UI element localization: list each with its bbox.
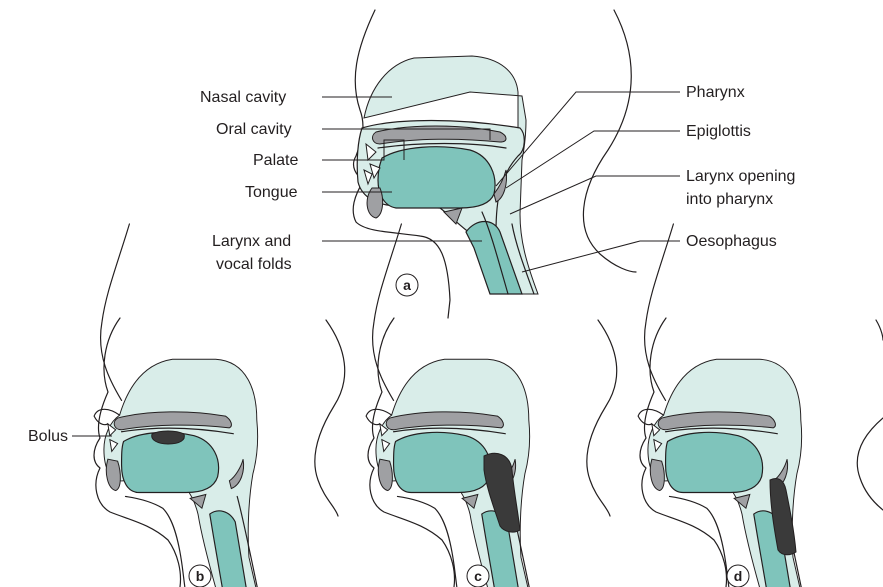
label-larynx-vocal-1: Larynx and: [212, 233, 291, 250]
panel-b: Bolus b: [28, 224, 345, 587]
label-oral-cavity: Oral cavity: [216, 121, 292, 138]
panel-d: d: [638, 224, 883, 587]
panel-letter-b: b: [196, 568, 205, 584]
label-pharynx: Pharynx: [686, 84, 745, 101]
label-larynx-opening-1: Larynx opening: [686, 168, 795, 185]
label-nasal-cavity: Nasal cavity: [200, 89, 286, 106]
panel-letter-d: d: [734, 568, 743, 584]
panel-letter-a: a: [403, 277, 411, 293]
label-oesophagus: Oesophagus: [686, 233, 777, 250]
back-of-head-a: [583, 10, 636, 272]
tongue-shape: [378, 147, 495, 208]
bolus-shape-b: [152, 431, 185, 444]
panel-a: [353, 10, 636, 318]
label-tongue: Tongue: [245, 184, 298, 201]
label-epiglottis: Epiglottis: [686, 123, 751, 140]
label-larynx-vocal-2: vocal folds: [216, 256, 292, 273]
label-larynx-opening-2: into pharynx: [686, 191, 773, 208]
panel-letter-c: c: [474, 568, 482, 584]
labels-right: Pharynx Epiglottis Larynx opening into p…: [496, 84, 795, 272]
panel-letter-a-badge: a: [396, 274, 418, 296]
label-palate: Palate: [253, 152, 298, 169]
label-bolus: Bolus: [28, 428, 68, 445]
